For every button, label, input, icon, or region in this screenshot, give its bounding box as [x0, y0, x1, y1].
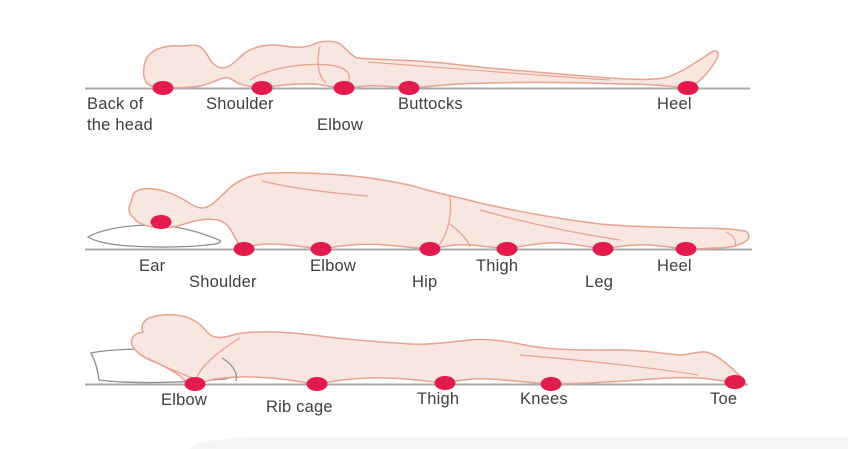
label-heel: Heel [657, 257, 692, 275]
figure-lying-on-side [85, 171, 752, 256]
arm-detail-line [195, 337, 241, 381]
pressure-dot-ear [150, 215, 172, 229]
pressure-dot-leg [592, 242, 614, 256]
label-back-of-the-head: Back of the head [87, 95, 153, 134]
label-thigh: Thigh [476, 257, 519, 275]
label-elbow: Elbow [310, 257, 356, 275]
page-edge-strip [190, 437, 848, 449]
thigh-detail-line [479, 209, 621, 241]
label-leg: Leg [585, 273, 614, 291]
pressure-dot-toe [724, 375, 746, 389]
label-shoulder: Shoulder [206, 95, 274, 113]
body-silhouette-side [128, 171, 750, 250]
figure-lying-on-back [85, 40, 750, 95]
label-shoulder: Shoulder [189, 273, 257, 291]
label-heel: Heel [657, 95, 692, 113]
foot-detail-line [725, 231, 737, 247]
label-elbow: Elbow [161, 391, 207, 409]
pressure-dot-elbow [310, 242, 332, 256]
hip-detail-line [437, 195, 452, 247]
label-rib-cage: Rib cage [266, 398, 333, 416]
pressure-dot-rib-cage [306, 377, 328, 391]
pressure-dot-buttocks [398, 81, 420, 95]
arm-detail-line [249, 63, 351, 85]
pressure-dot-thigh [496, 242, 518, 256]
pressure-dot-back-of-head [152, 81, 174, 95]
label-toe: Toe [710, 390, 738, 408]
pressure-dot-thigh [434, 376, 456, 390]
pressure-dot-hip [419, 242, 441, 256]
label-buttocks: Buttocks [398, 95, 463, 113]
pillow [86, 224, 222, 248]
leg-detail-line [519, 354, 699, 376]
label-ear: Ear [139, 257, 166, 275]
buttock-detail-line [449, 223, 471, 248]
back-detail-line [261, 180, 369, 197]
pressure-dot-heel [675, 242, 697, 256]
hand-detail-line [317, 45, 327, 84]
label-hip: Hip [412, 273, 438, 291]
pressure-dot-shoulder [251, 81, 273, 95]
pressure-dot-heel [677, 81, 699, 95]
pressure-dot-knees [540, 377, 562, 391]
label-thigh: Thigh [417, 390, 460, 408]
leg-detail-line [367, 61, 611, 81]
pillow-edge-line [221, 357, 237, 382]
label-knees: Knees [520, 390, 568, 408]
pressure-dot-elbow [184, 377, 206, 391]
pressure-dot-shoulder [233, 242, 255, 256]
pressure-dot-elbow [333, 81, 355, 95]
body-silhouette-supine [142, 40, 719, 89]
figure-lying-on-front [85, 314, 748, 391]
label-elbow: Elbow [317, 116, 363, 134]
